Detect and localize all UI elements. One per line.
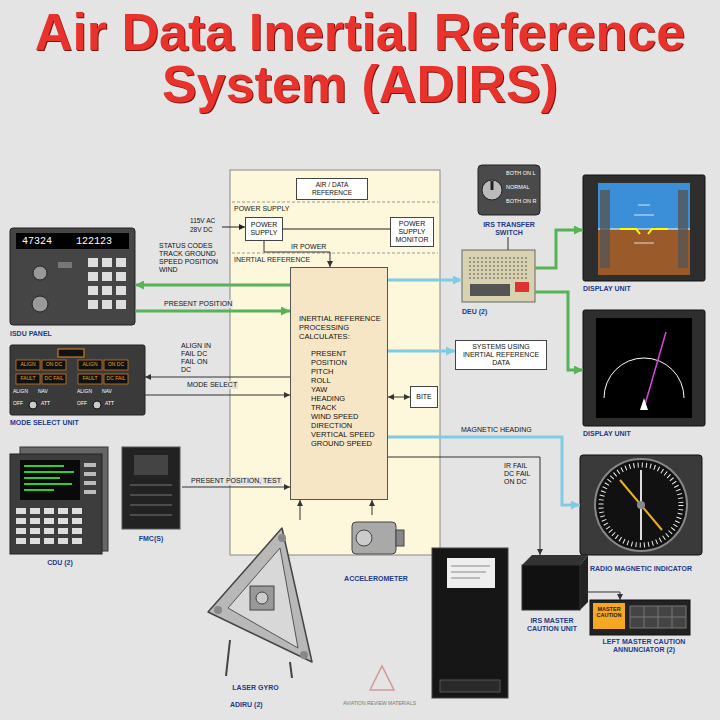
list-item: DIRECTION <box>299 421 381 430</box>
process-box: POWER SUPPLY MONITOR <box>390 217 434 247</box>
annunciator-text: ON DC <box>105 362 127 368</box>
part-caption: CDU (2) <box>10 559 110 567</box>
switch-position: ALIGN <box>13 389 28 395</box>
diagram-title: Air Data Inertial Reference System (ADIR… <box>10 6 710 110</box>
signal-line <box>535 230 583 268</box>
switch-position: ATT <box>41 401 50 407</box>
radio-magnetic-indicator: RADIO MAGNETIC INDICATOR <box>580 455 702 573</box>
caution-text: MASTER CAUTION <box>594 606 624 618</box>
laser-gyro: LASER GYRO <box>198 520 313 692</box>
part-caption: ACCELEROMETER <box>342 575 410 583</box>
node-text: POWER SUPPLY MONITOR <box>394 220 430 244</box>
signal-label: ALIGN IN FAIL DC FAIL ON DC <box>180 342 212 374</box>
node-text: AIR / DATA REFERENCE <box>300 181 364 197</box>
signal-label: IR POWER <box>290 243 327 251</box>
list-item: VERTICAL SPEED <box>299 430 381 439</box>
part-caption: ISDU PANEL <box>10 330 135 338</box>
signal-line <box>145 377 290 378</box>
signal-line <box>300 500 301 520</box>
signal-line <box>135 310 290 313</box>
watermark: AVIATION REVIEW MATERIALS <box>343 701 433 707</box>
switch-position: ALIGN <box>77 389 92 395</box>
signal-line <box>372 500 373 515</box>
section-heading: POWER SUPPLY <box>234 205 290 213</box>
list-item: YAW <box>299 385 381 394</box>
annunciator-text: ALIGN <box>79 362 101 368</box>
display-unit: DISPLAY UNIT <box>583 175 705 293</box>
switch-position: BOTH ON L <box>506 170 536 176</box>
switch-position: BOTH ON R <box>506 198 537 204</box>
switch-position: NAV <box>38 389 48 395</box>
list-item: HEADING <box>299 394 381 403</box>
signal-line <box>508 237 509 250</box>
annunciator-text: DC FAIL <box>43 376 65 382</box>
switch-position: NORMAL <box>506 184 530 190</box>
process-box: POWER SUPPLY <box>245 217 283 241</box>
part-caption: FMC(S) <box>120 535 182 543</box>
adiru-region: POWER SUPPLY INERTIAL REFERENCE AIR / DATA… <box>230 170 440 555</box>
box-heading: INERTIAL REFERENCE PROCESSING CALCULATES… <box>299 314 381 341</box>
node-text: POWER SUPPLY <box>249 221 279 237</box>
signal-label: PRESENT POSITION, TEST <box>190 477 282 485</box>
part-caption: RADIO MAGNETIC INDICATOR <box>580 565 702 573</box>
list-item: PRESENT POSITION <box>299 349 381 367</box>
mode-select-unit: MODE SELECT UNIT <box>10 345 145 427</box>
signal-line <box>388 397 410 398</box>
part-caption: LEFT MASTER CAUTION ANNUNCIATOR (2) <box>590 638 698 654</box>
signal-label: STATUS CODES TRACK GROUND SPEED POSITION… <box>158 242 224 274</box>
process-box: BITE <box>410 386 438 408</box>
part-caption: LASER GYRO <box>198 684 313 692</box>
system-box: SYSTEMS USING INERTIAL REFERENCE DATA <box>455 340 547 370</box>
display-unit: DISPLAY UNIT <box>583 310 705 438</box>
node-text: BITE <box>416 393 432 401</box>
part-caption: MODE SELECT UNIT <box>10 419 145 427</box>
section-heading: INERTIAL REFERENCE <box>234 256 310 264</box>
signal-line <box>135 284 290 287</box>
power-input: 28V DC <box>190 226 213 233</box>
signal-line <box>586 592 620 600</box>
part-caption: DEU (2) <box>462 308 535 316</box>
deu-unit: DEU (2) <box>462 250 535 316</box>
signal-label: MODE SELECT <box>186 381 238 389</box>
switch-position: ATT <box>105 401 114 407</box>
accelerometer: ACCELEROMETER <box>342 515 410 583</box>
annunciator-text: FAULT <box>79 376 101 382</box>
list-item: ROLL <box>299 376 381 385</box>
annunciator-text: ALIGN <box>17 362 39 368</box>
unit-caption: ADIRU (2) <box>230 701 263 709</box>
part-caption: IRS MASTER CAUTION UNIT <box>518 617 586 633</box>
switch-position: OFF <box>77 401 87 407</box>
part-caption: IRS TRANSFER SWITCH <box>478 221 540 237</box>
cdu-unit: CDU (2) <box>10 445 110 567</box>
part-caption: DISPLAY UNIT <box>583 285 705 293</box>
master-caution-unit: IRS MASTER CAUTION UNIT <box>518 555 586 633</box>
annunciator-text: DC FAIL <box>105 376 127 382</box>
display-readout: 47324 <box>22 236 52 247</box>
signal-label: PRESENT POSITION <box>163 300 233 308</box>
list-item: PITCH <box>299 367 381 376</box>
power-input: 115V AC <box>190 217 215 224</box>
processing-box: INERTIAL REFERENCE PROCESSING CALCULATES… <box>290 267 388 500</box>
annunciator-text: ON DC <box>43 362 65 368</box>
part-caption: DISPLAY UNIT <box>583 430 705 438</box>
signal-line <box>264 241 330 267</box>
list-item: WIND SPEED <box>299 412 381 421</box>
switch-position: OFF <box>13 401 23 407</box>
list-item: GROUND SPEED <box>299 439 381 448</box>
section-box: AIR / DATA REFERENCE <box>296 178 368 200</box>
signal-line <box>388 437 580 505</box>
signal-line <box>182 487 290 488</box>
display-readout: 122123 <box>76 236 112 247</box>
signal-line <box>388 350 455 353</box>
signal-line <box>388 279 462 282</box>
list-item: TRACK <box>299 403 381 412</box>
fmc-unit: FMC(S) <box>120 445 182 543</box>
signal-line <box>145 395 290 396</box>
switch-position: NAV <box>102 389 112 395</box>
signal-line <box>388 457 540 555</box>
signal-label: IR FAIL DC FAIL ON DC <box>503 462 537 486</box>
annunciator-text: FAULT <box>17 376 39 382</box>
signal-label: MAGNETIC HEADING <box>460 426 533 434</box>
node-text: SYSTEMS USING INERTIAL REFERENCE DATA <box>459 343 543 367</box>
